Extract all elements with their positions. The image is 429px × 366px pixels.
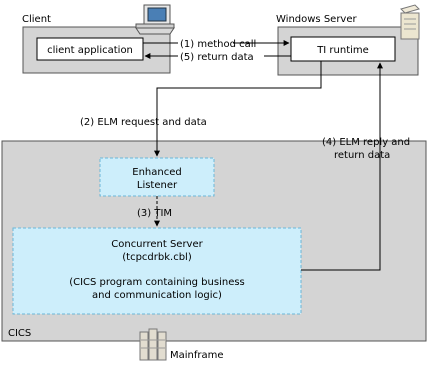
ti-runtime-box	[290, 36, 396, 62]
enhanced-listener-line1: Enhanced	[132, 167, 181, 178]
concurrent-server-line2: (tcpcdrbk.cbl)	[122, 252, 192, 263]
method-call-label: (1) method call	[180, 39, 256, 50]
return-data-label: (5) return data	[180, 52, 254, 63]
server-tower-icon	[400, 4, 420, 40]
elm-reply-arrow	[301, 62, 383, 271]
cics-title: CICS	[8, 328, 31, 339]
mainframe-icon	[139, 328, 167, 361]
cics-container: CICS Enhanced Listener Concurrent Server…	[1, 140, 427, 342]
elm-reply-label-line2: return data	[334, 150, 390, 161]
concurrent-server-box	[12, 227, 302, 315]
elm-reply-label-line1: (4) ELM reply and	[322, 137, 410, 148]
windows-server-container: Windows Server TI runtime	[276, 14, 419, 76]
tim-label: (3) TIM	[137, 208, 172, 219]
elm-request-arrow	[154, 61, 322, 157]
elm-request-label: (2) ELM request and data	[80, 117, 207, 128]
enhanced-listener-line2: Listener	[137, 180, 178, 191]
windows-server-title: Windows Server	[276, 14, 357, 25]
concurrent-server-line3: (CICS program containing business	[69, 277, 245, 288]
client-container: Client client application	[22, 14, 171, 74]
client-application-label: client application	[47, 45, 133, 56]
desktop-computer-icon	[135, 4, 175, 35]
ti-runtime-label: TI runtime	[316, 45, 369, 56]
mainframe-label: Mainframe	[170, 350, 224, 361]
client-application-box	[36, 37, 144, 61]
concurrent-server-line1: Concurrent Server	[111, 239, 203, 250]
client-title: Client	[22, 14, 51, 25]
enhanced-listener-box	[99, 157, 215, 197]
concurrent-server-line4: and communication logic)	[92, 290, 222, 301]
